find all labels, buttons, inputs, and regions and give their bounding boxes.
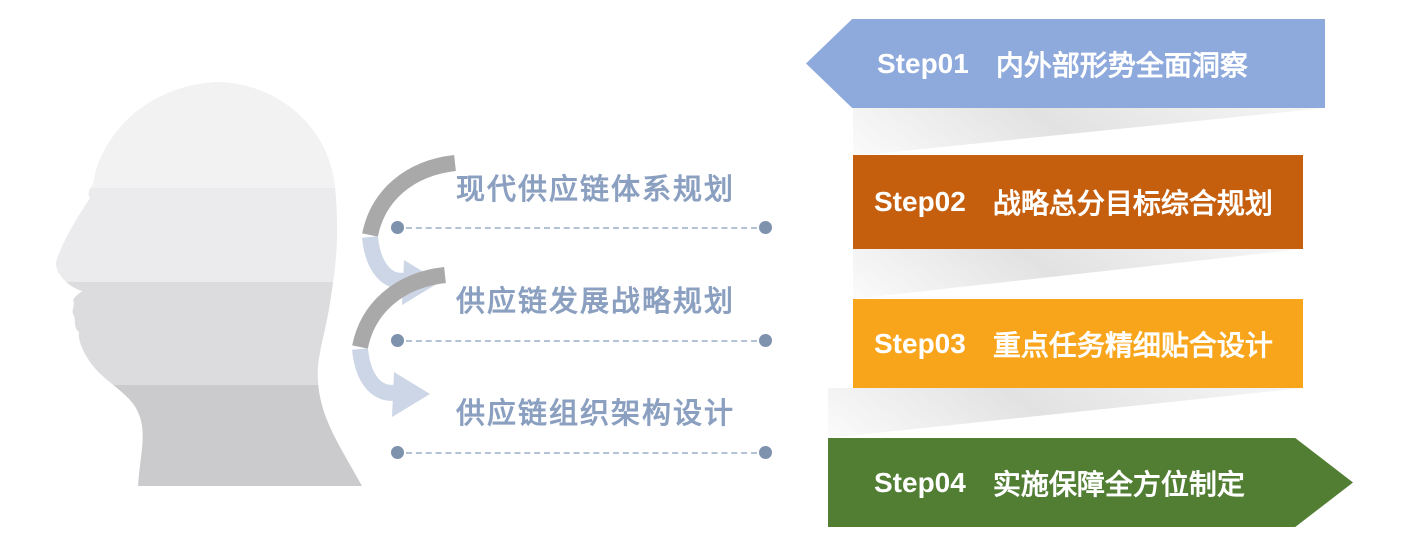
curved-arrows <box>340 155 457 440</box>
connector-dot-right <box>759 334 772 347</box>
connector-dashed-line <box>406 339 757 342</box>
dotted-connector-1 <box>391 221 772 234</box>
connector-dot-left <box>391 446 404 459</box>
head-band-3 <box>55 282 363 385</box>
head-band-2 <box>55 188 363 282</box>
step-number: Step01 <box>877 47 969 79</box>
step-title: 内外部形势全面洞察 <box>995 49 1248 81</box>
connector-dashed-line <box>406 226 757 229</box>
connector-dot-left <box>391 221 404 234</box>
head-band-4 <box>55 385 363 486</box>
connector-dot-right <box>759 446 772 459</box>
step-banner-2: Step02 战略总分目标综合规划 <box>853 155 1303 249</box>
step-banner-3: Step03 重点任务精细贴合设计 <box>853 299 1303 388</box>
connector-dashed-line <box>406 451 757 454</box>
step-number: Step04 <box>874 466 966 498</box>
curved-arrow-dark-segment <box>362 155 457 237</box>
profile-head-icon <box>55 82 363 486</box>
step-banner-4: Step04 实施保障全方位制定 <box>828 438 1353 527</box>
side-label-1: 现代供应链体系规划 <box>456 174 736 206</box>
step-title: 实施保障全方位制定 <box>992 468 1245 500</box>
step-title: 战略总分目标综合规划 <box>992 188 1273 219</box>
step-number: Step02 <box>874 186 966 217</box>
side-label-2: 供应链发展战略规划 <box>456 286 736 318</box>
ribbon-fold-shadow-2 <box>853 249 1303 299</box>
dotted-connector-3 <box>391 446 772 459</box>
head-band-1 <box>55 82 363 188</box>
dotted-connector-2 <box>391 334 772 347</box>
connector-dot-left <box>391 334 404 347</box>
step-number: Step03 <box>874 327 966 359</box>
step-banner-1: Step01 内外部形势全面洞察 <box>806 19 1325 108</box>
ribbon-fold-shadow-1 <box>853 108 1325 156</box>
connector-dot-right <box>759 221 772 234</box>
side-label-3: 供应链组织架构设计 <box>456 398 736 430</box>
curved-arrow-light-segment <box>362 235 410 289</box>
ribbon-fold-shadow-3 <box>828 388 1303 438</box>
step-title: 重点任务精细贴合设计 <box>992 329 1273 361</box>
